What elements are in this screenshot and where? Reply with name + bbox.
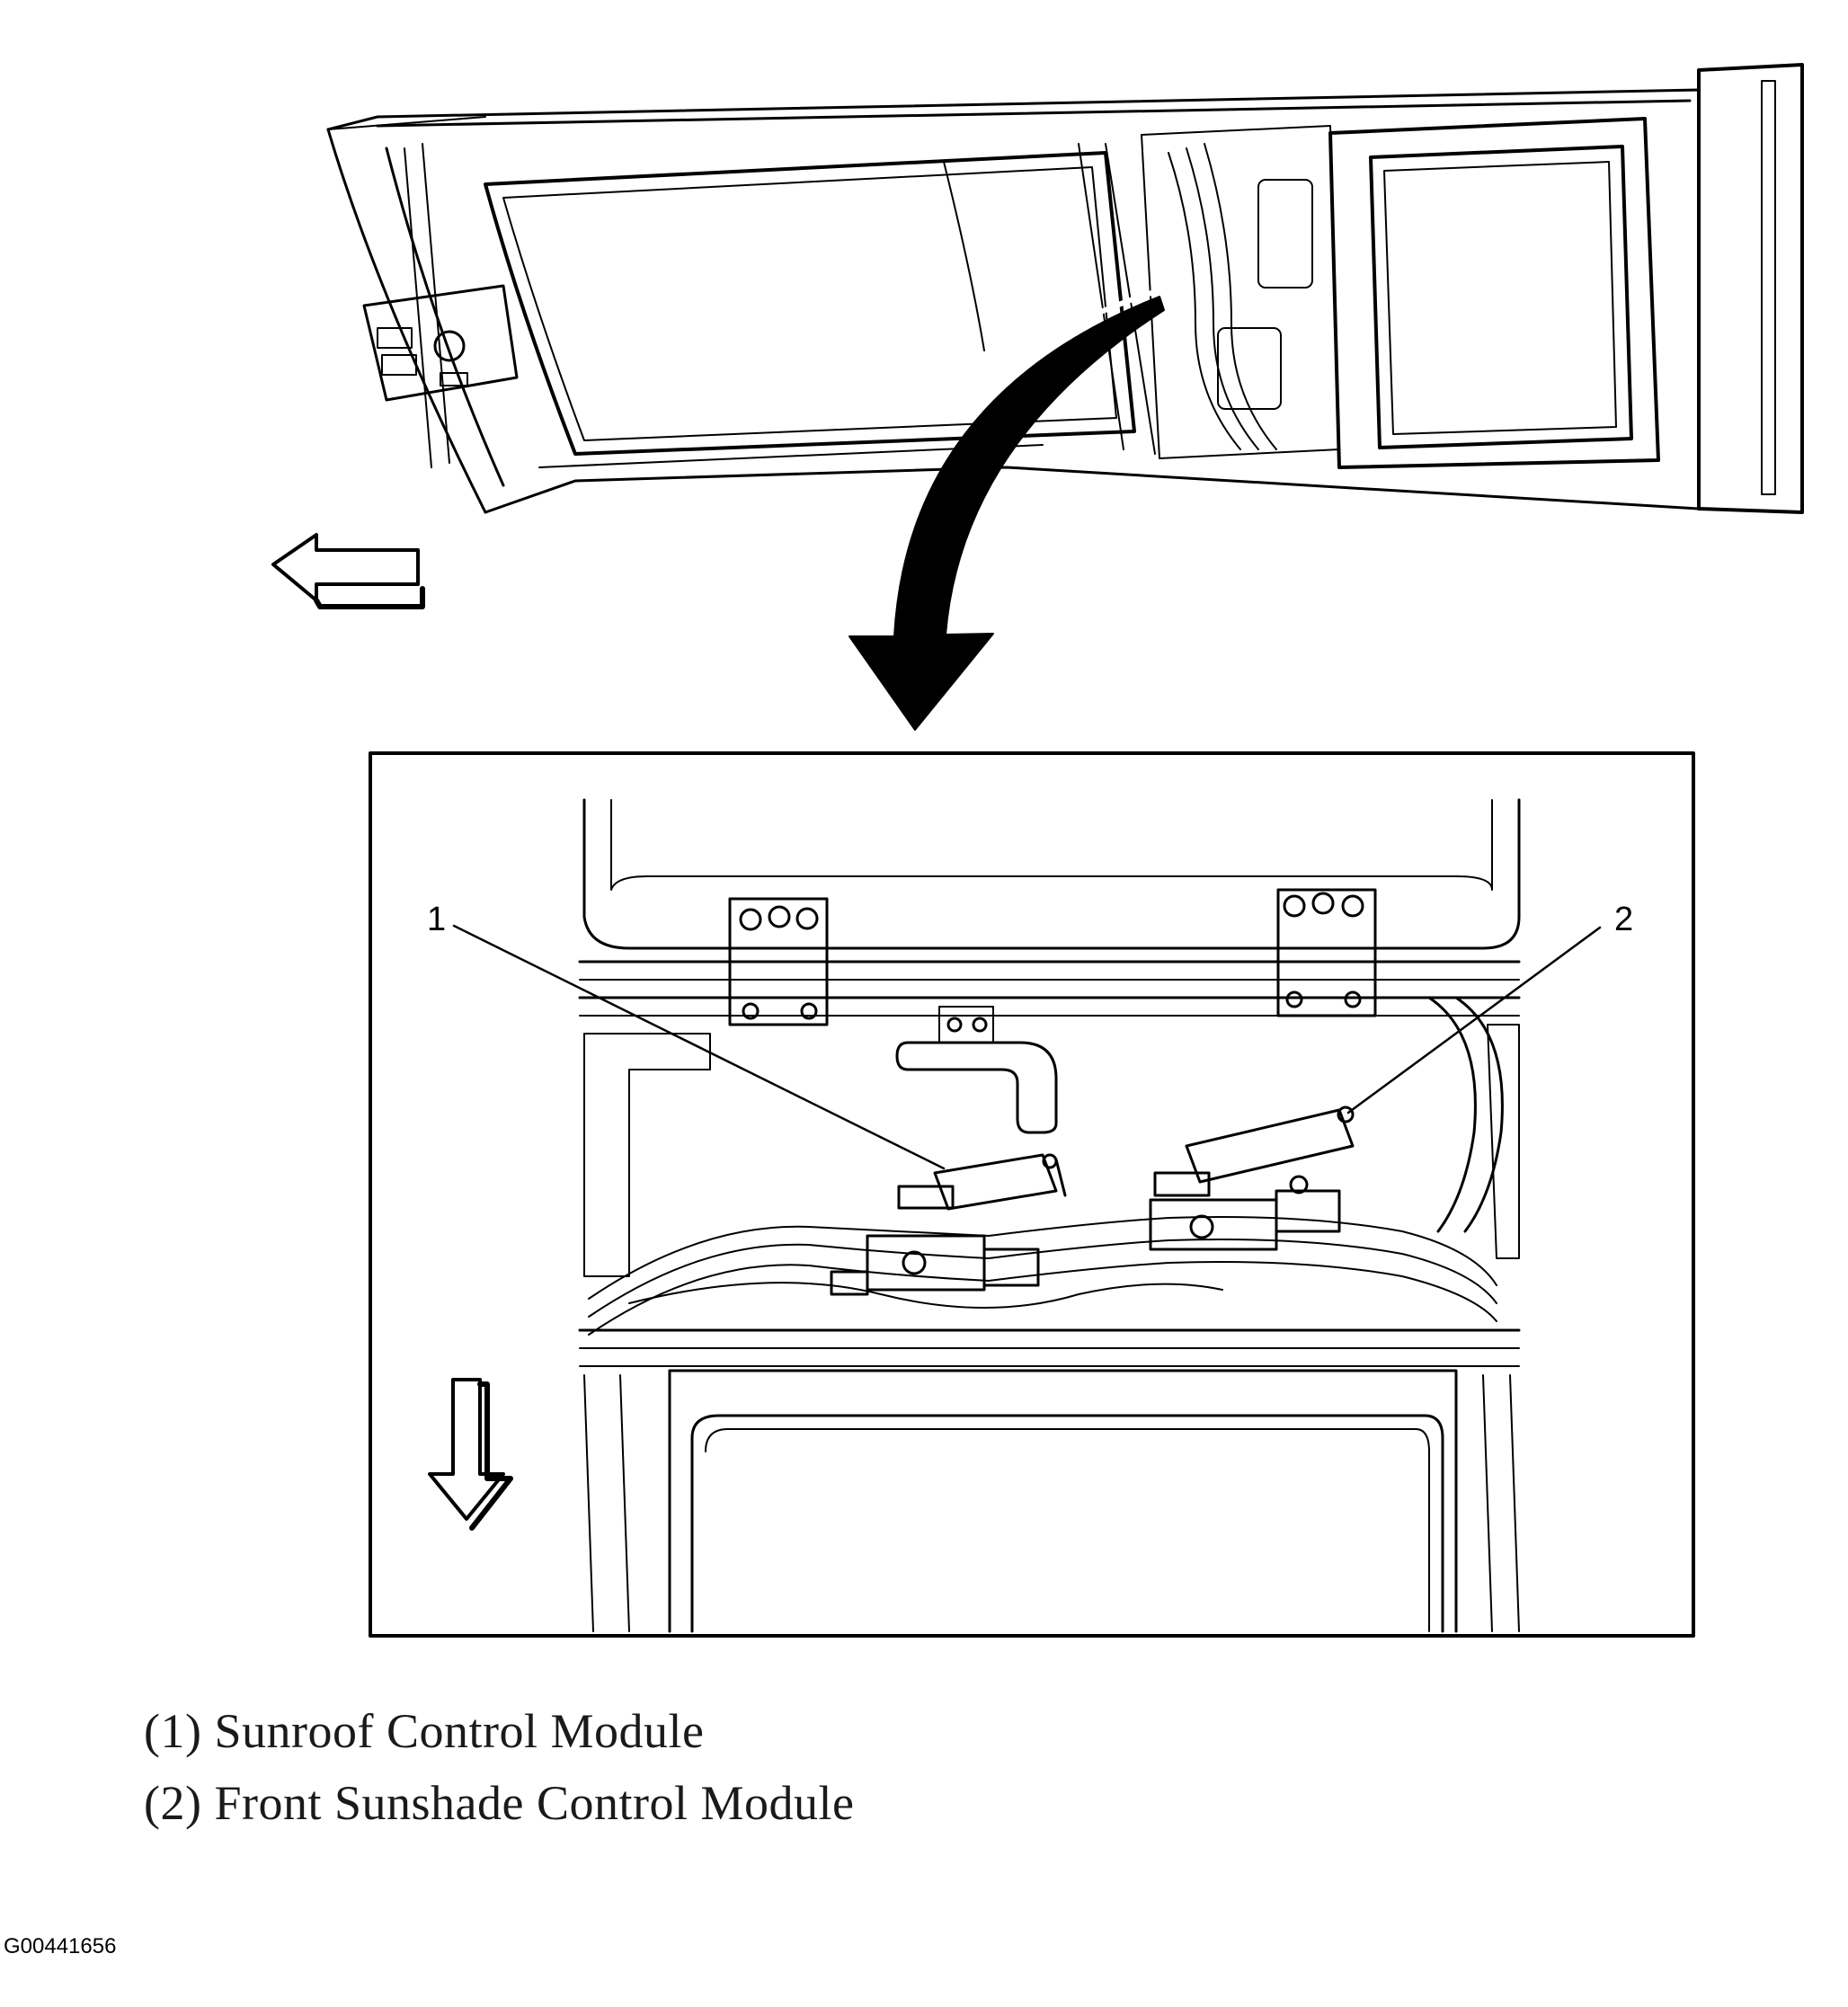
detail-view	[578, 798, 1521, 1633]
mounting-bracket-left	[728, 897, 829, 1026]
sunroof-overview	[326, 63, 1804, 514]
figure-id: G00441656	[4, 1934, 117, 1958]
detail-view-frame	[369, 751, 1695, 1638]
wiring-harness	[588, 996, 1504, 1336]
arrow-left-icon	[271, 533, 425, 609]
callout-leader-1	[452, 924, 946, 1170]
callout-number-1: 1	[427, 901, 446, 938]
callout-number-2: 2	[1614, 901, 1633, 938]
front-sunshade-control-module	[1149, 1106, 1355, 1251]
legend-item-1: (1) Sunroof Control Module	[144, 1704, 705, 1758]
curved-arrow-icon	[848, 285, 1171, 731]
sunroof-control-module	[830, 1153, 1067, 1296]
mounting-bracket-right	[1276, 888, 1377, 1017]
overhead-switch-panel	[362, 284, 519, 402]
arrow-down-icon	[428, 1378, 513, 1531]
callout-leader-2	[1346, 926, 1602, 1115]
legend-item-2: (2) Front Sunshade Control Module	[144, 1776, 855, 1830]
